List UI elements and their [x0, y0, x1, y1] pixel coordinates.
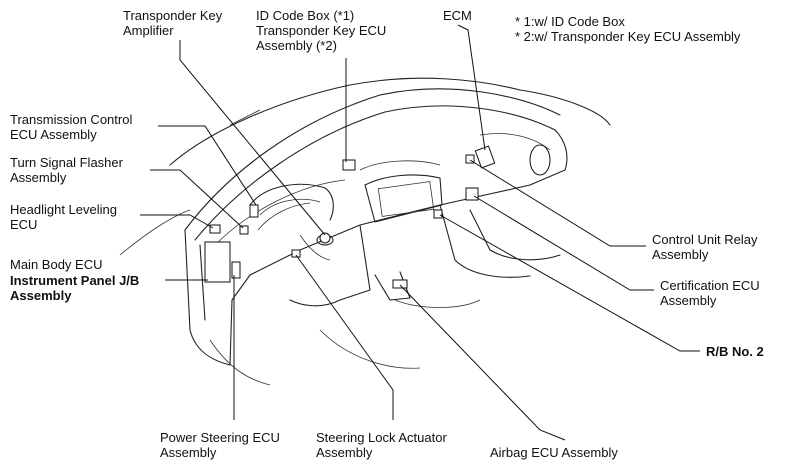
id-code-box-part — [342, 159, 356, 171]
label-instrument-panel-jb: Instrument Panel J/B Assembly — [10, 273, 140, 303]
rb-no2-part — [433, 209, 443, 219]
leader-lines — [140, 24, 700, 441]
label-headlight-leveling-ecu: Headlight Leveling ECU — [10, 202, 117, 232]
transponder-amp-part — [319, 232, 331, 244]
power-steering-part — [231, 261, 241, 279]
label-airbag-ecu: Airbag ECU Assembly — [490, 445, 618, 460]
label-turn-signal-flasher: Turn Signal Flasher Assembly — [10, 155, 123, 185]
label-ecm: ECM — [443, 8, 472, 23]
label-control-unit-relay: Control Unit Relay Assembly — [652, 232, 758, 262]
label-power-steering-ecu: Power Steering ECU Assembly — [160, 430, 280, 460]
label-notes: * 1:w/ ID Code Box * 2:w/ Transponder Ke… — [515, 14, 741, 44]
transmission-ecu-part — [249, 204, 259, 218]
airbag-ecu-part — [392, 279, 408, 289]
certification-ecu-part — [465, 187, 479, 201]
label-rb-no2: R/B No. 2 — [706, 344, 764, 359]
ecm-part — [474, 145, 496, 169]
steering-lock-part — [291, 249, 301, 258]
headlight-ecu-part — [209, 224, 221, 234]
label-transponder-key-amplifier: Transponder Key Amplifier — [123, 8, 223, 38]
label-main-body-ecu: Main Body ECU — [10, 257, 103, 272]
control-relay-part — [465, 154, 475, 164]
jb-assembly-part — [204, 241, 231, 283]
dashboard-body — [119, 77, 611, 386]
label-certification-ecu: Certification ECU Assembly — [660, 278, 760, 308]
label-id-code-box: ID Code Box (*1) Transponder Key ECU Ass… — [256, 8, 387, 53]
turn-signal-part — [239, 225, 249, 235]
label-steering-lock-actuator: Steering Lock Actuator Assembly — [316, 430, 447, 460]
label-transmission-control-ecu: Transmission Control ECU Assembly — [10, 112, 133, 142]
